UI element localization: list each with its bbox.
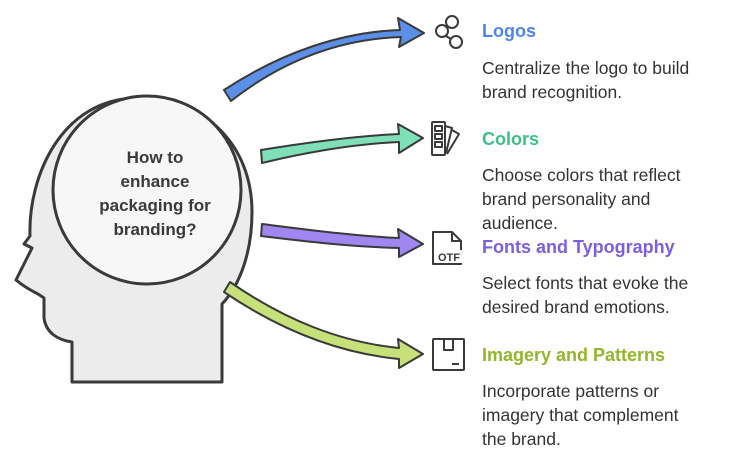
- desc-line: Choose colors that reflect: [482, 165, 681, 185]
- desc-line: brand recognition.: [482, 82, 623, 102]
- desc-line: desired brand emotions.: [482, 297, 670, 317]
- logos-description: Centralize the logo to build brand recog…: [482, 56, 738, 104]
- desc-line: Select fonts that evoke the: [482, 273, 689, 293]
- arrow-logos-body: [223, 17, 425, 102]
- arrow-fonts-body: [260, 223, 424, 258]
- fonts-description: Select fonts that evoke the desired bran…: [482, 271, 738, 319]
- nodes-icon: [435, 15, 463, 49]
- desc-line: imagery that complement: [482, 405, 679, 425]
- question-line: How to: [126, 148, 184, 167]
- desc-line: Centralize the logo to build: [482, 58, 690, 78]
- question-line: enhance: [120, 172, 190, 191]
- imagery-title: Imagery and Patterns: [482, 345, 666, 365]
- imagery-description: Incorporate patterns or imagery that com…: [482, 379, 738, 451]
- otf-file-icon: OTF: [432, 231, 463, 265]
- desc-line: audience.: [482, 213, 558, 233]
- fonts-title: Fonts and Typography: [482, 237, 675, 257]
- arrow-colors-body: [260, 123, 424, 164]
- logos-title: Logos: [482, 21, 536, 41]
- desc-line: Incorporate patterns or: [482, 381, 660, 401]
- otf-label: OTF: [438, 252, 460, 264]
- swatch-icon: [431, 121, 460, 156]
- colors-title: Colors: [482, 129, 540, 149]
- thought-circle: [51, 94, 243, 286]
- desc-line: the brand.: [482, 429, 561, 449]
- colors-description: Choose colors that reflect brand persona…: [482, 163, 738, 235]
- question-line: branding?: [113, 220, 197, 239]
- question-line: packaging for: [99, 196, 211, 215]
- package-icon: [432, 338, 465, 371]
- central-question: How to enhance packaging for branding?: [70, 146, 240, 242]
- desc-line: brand personality and: [482, 189, 651, 209]
- arrow-imagery-body: [223, 281, 424, 369]
